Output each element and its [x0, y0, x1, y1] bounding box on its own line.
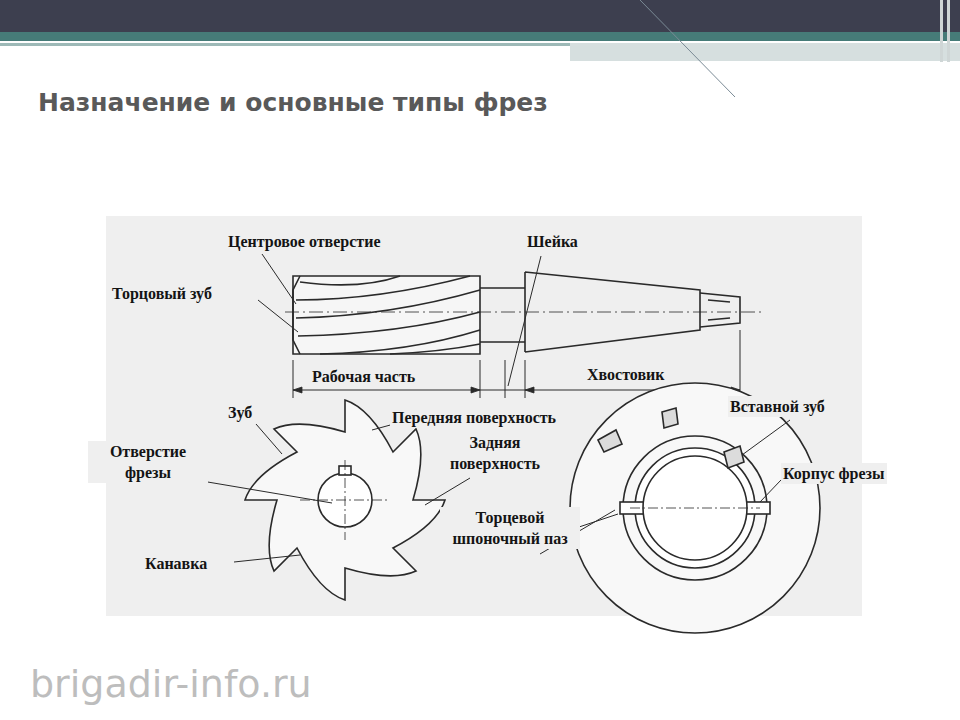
part-label: Задняя поверхность — [428, 432, 562, 474]
leader-line — [258, 254, 541, 386]
header-line — [940, 0, 943, 62]
header-panel — [570, 43, 960, 61]
part-label: Отверстие фрезы — [88, 441, 208, 483]
header-stripe — [0, 32, 960, 41]
header-line — [947, 0, 950, 62]
drawing-ground — [106, 216, 862, 616]
end-mill — [285, 272, 762, 398]
part-label: Торцевой шпоночный паз — [440, 507, 580, 549]
disc-cutter — [245, 400, 445, 600]
part-label: Вставной зуб — [728, 396, 827, 417]
watermark: brigadir-info.ru — [30, 662, 312, 706]
slide-title: Назначение и основные типы фрез — [38, 88, 548, 117]
part-label: Канавка — [143, 553, 209, 574]
part-label: Корпус фрезы — [781, 463, 887, 484]
part-label: Центровое отверстие — [226, 231, 383, 252]
part-label: Передняя поверхность — [390, 407, 558, 428]
part-label: Рабочая часть — [310, 366, 417, 387]
part-label: Зуб — [226, 402, 254, 423]
part-label: Торцовый зуб — [110, 283, 214, 304]
header-line — [640, 0, 735, 97]
inserted-tooth-cutter — [570, 383, 820, 633]
part-label: Хвостовик — [585, 364, 667, 385]
header-bar — [0, 0, 960, 32]
header-line — [0, 43, 570, 46]
part-label: Шейка — [525, 231, 580, 252]
